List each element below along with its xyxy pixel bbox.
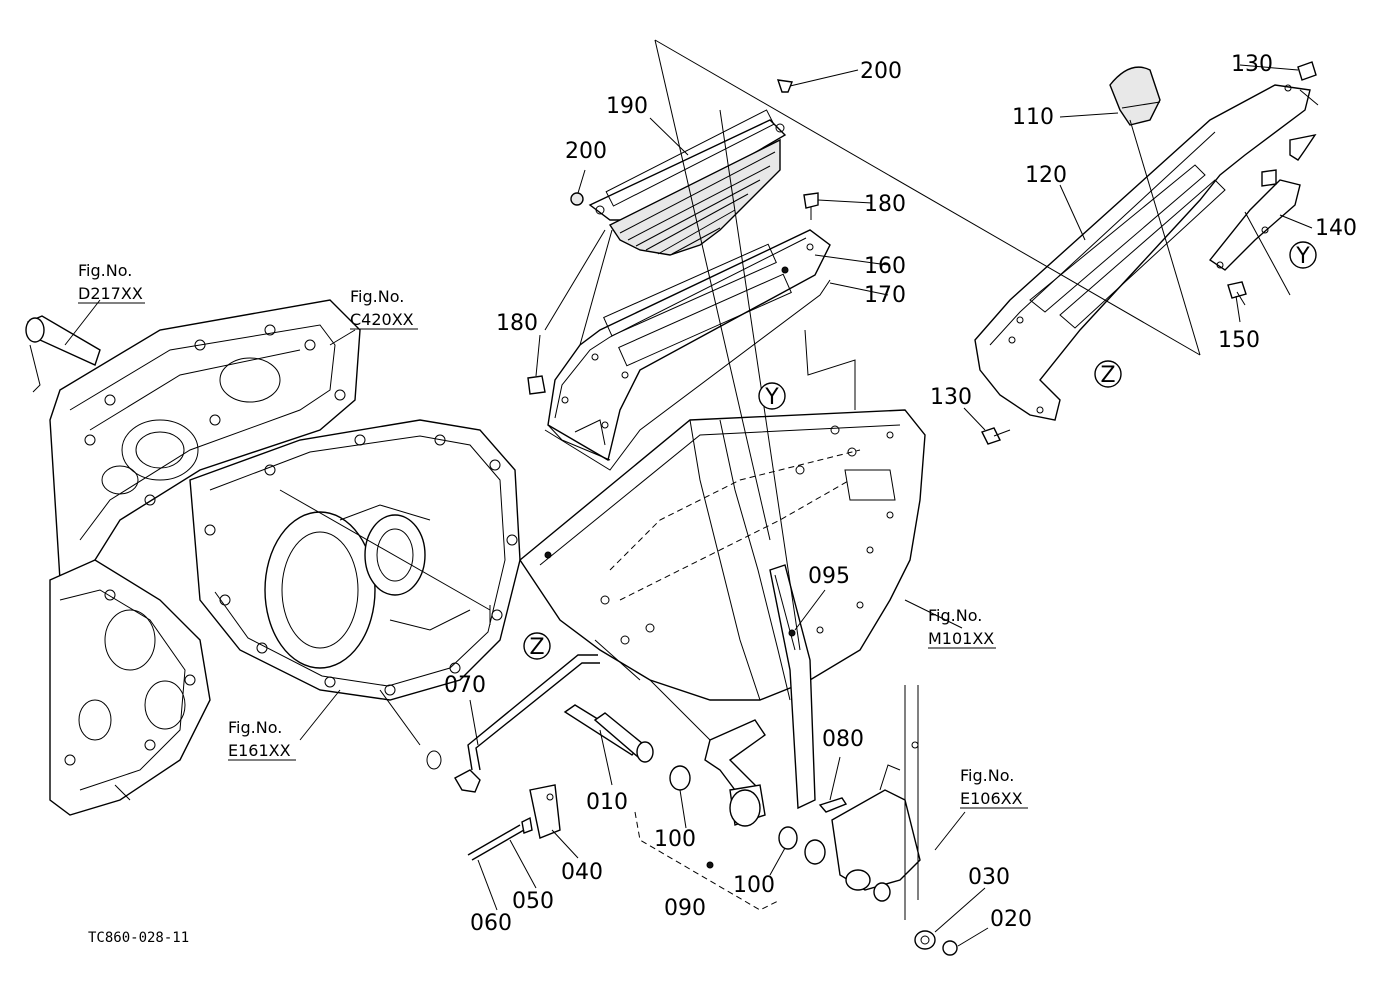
part-label: 100 — [654, 827, 696, 852]
part-label: 010 — [586, 790, 628, 815]
fig-ref-caption: Fig.No. — [960, 766, 1014, 785]
fig-ref-caption: Fig.No. — [350, 287, 404, 306]
marker-z-left: Z — [529, 635, 544, 660]
part-label: 020 — [990, 907, 1032, 932]
part-label: 200 — [565, 139, 607, 164]
part-label: 130 — [1231, 52, 1273, 77]
marker-y-right: Y — [1295, 244, 1310, 269]
fender-panel-drawing — [519, 409, 926, 701]
part-label: 095 — [808, 564, 850, 589]
fig-ref-code: C420XX — [350, 310, 414, 329]
part-label: 040 — [561, 860, 603, 885]
part-label: 030 — [968, 865, 1010, 890]
part-label: 180 — [496, 311, 538, 336]
shift-guide-drawing — [527, 79, 831, 471]
part-label: 160 — [864, 254, 906, 279]
part-label: 190 — [606, 94, 648, 119]
fig-ref-code: E106XX — [960, 789, 1023, 808]
part-label: 100 — [733, 873, 775, 898]
part-label: 200 — [860, 59, 902, 84]
marker-y-circle — [758, 382, 786, 410]
part-label: 060 — [470, 911, 512, 936]
part-label: 110 — [1012, 105, 1054, 130]
fig-ref-caption: Fig.No. — [78, 261, 132, 280]
connector-markers: Y Y Z Z — [523, 241, 1317, 660]
part-label: 150 — [1218, 328, 1260, 353]
part-label: 170 — [864, 283, 906, 308]
transmission-case-drawing — [25, 299, 521, 816]
marker-z-circle — [1094, 360, 1122, 388]
pedal-linkage-drawing — [426, 564, 958, 956]
marker-z-circle — [523, 632, 551, 660]
fig-ref-caption: Fig.No. — [228, 718, 282, 737]
fig-ref-code: M101XX — [928, 629, 994, 648]
diagram-code: TC860-028-11 — [88, 930, 189, 946]
marker-y-left: Y — [764, 385, 779, 410]
part-number-labels: 200 190 200 180 160 170 180 130 110 120 … — [444, 52, 1357, 936]
part-label: 120 — [1025, 163, 1067, 188]
part-label: 180 — [864, 192, 906, 217]
fig-ref-caption: Fig.No. — [928, 606, 982, 625]
marker-y-circle — [1289, 241, 1317, 269]
part-label: 050 — [512, 889, 554, 914]
fig-ref-code: E161XX — [228, 741, 291, 760]
reference-lines — [64, 39, 1319, 947]
part-label: 130 — [930, 385, 972, 410]
lever-guide-drawing — [974, 61, 1317, 445]
figure-references: Fig.No. D217XX Fig.No. C420XX Fig.No. M1… — [78, 261, 1028, 809]
marker-z-right: Z — [1100, 363, 1115, 388]
part-label: 070 — [444, 673, 486, 698]
fig-ref-code: D217XX — [78, 284, 143, 303]
part-label: 080 — [822, 727, 864, 752]
part-label: 140 — [1315, 216, 1357, 241]
part-label: 090 — [664, 896, 706, 921]
